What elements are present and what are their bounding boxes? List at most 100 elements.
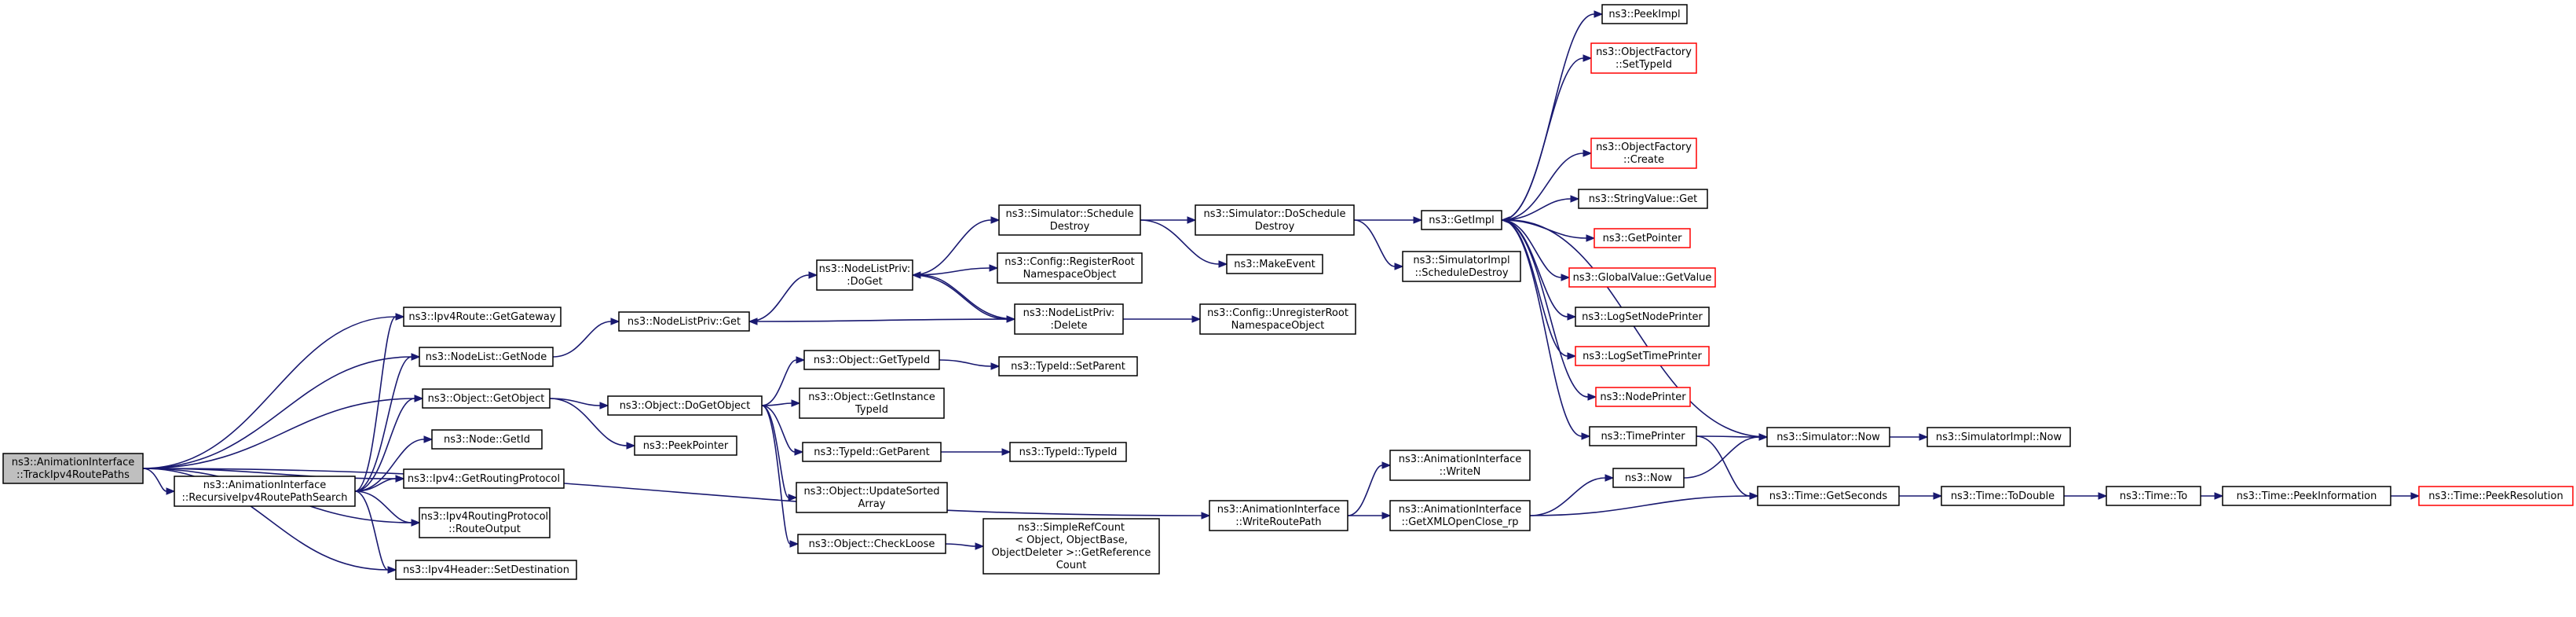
node-ipv4-get-routing-protocol[interactable]: ns3::Ipv4::GetRoutingProtocol	[403, 468, 565, 489]
node-track-ipv4-route-paths-label: ::TrackIpv4RoutePaths	[16, 469, 130, 481]
node-time-to[interactable]: ns3::Time::To	[2106, 486, 2201, 506]
node-object-factory-create-label: ns3::ObjectFactory	[1596, 141, 1692, 153]
node-node-list-priv-do-get-label: ns3::NodeListPriv:	[819, 263, 911, 275]
node-time-printer[interactable]: ns3::TimePrinter	[1589, 426, 1697, 446]
node-object-get-object[interactable]: ns3::Object::GetObject	[422, 388, 551, 409]
node-time-peek-resolution-box	[2418, 486, 2574, 506]
node-recursive-ipv4-route-path-search-label: ns3::AnimationInterface	[203, 479, 327, 491]
edge-n_track-to-n_writeroutepath	[142, 468, 1211, 520]
node-animation-interface-write-n-label: ns3::AnimationInterface	[1399, 454, 1522, 465]
node-simulator-schedule-destroy[interactable]: ns3::Simulator::ScheduleDestroy	[998, 204, 1141, 236]
node-type-id-set-parent[interactable]: ns3::TypeId::SetParent	[998, 356, 1138, 376]
node-log-set-node-printer-box	[1575, 307, 1710, 327]
node-type-id-get-parent[interactable]: ns3::TypeId::GetParent	[802, 442, 942, 462]
node-ipv4-route-get-gateway-label: ns3::Ipv4Route::GetGateway	[408, 311, 555, 323]
edge-n_nlgetnode-to-n_nlpget	[552, 318, 620, 358]
node-get-pointer-box	[1594, 228, 1691, 248]
node-node-list-priv-do-get-box	[816, 259, 913, 291]
node-node-list-priv-do-get[interactable]: ns3::NodeListPriv::DoGet	[816, 259, 913, 291]
node-time-printer-box	[1589, 426, 1697, 446]
node-time-to-double[interactable]: ns3::Time::ToDouble	[1941, 486, 2065, 506]
edge-n_nlpdoget-to-n_schedule	[912, 216, 1001, 276]
node-simple-ref-count-get-reference-count-label: < Object, ObjectBase,	[1015, 534, 1128, 546]
node-time-peek-resolution[interactable]: ns3::Time::PeekResolution	[2418, 486, 2574, 506]
node-node-get-id-box	[431, 429, 543, 450]
edge-n_recursive-to-n_getobject	[354, 395, 424, 492]
node-simulator-do-schedule-destroy-box	[1195, 204, 1355, 236]
edge-n_nlpdelete-to-n_nlpget	[748, 318, 1015, 325]
node-node-get-id[interactable]: ns3::Node::GetId	[431, 429, 543, 450]
node-make-event[interactable]: ns3::MakeEvent	[1226, 254, 1323, 274]
node-animation-interface-write-route-path[interactable]: ns3::AnimationInterface::WriteRoutePath	[1209, 500, 1348, 531]
node-object-factory-set-type-id[interactable]: ns3::ObjectFactory::SetTypeId	[1590, 42, 1697, 74]
node-string-value-get[interactable]: ns3::StringValue::Get	[1578, 189, 1708, 209]
node-ipv4-routing-protocol-route-output-label: ::RouteOutput	[448, 523, 521, 535]
node-ipv4-route-get-gateway[interactable]: ns3::Ipv4Route::GetGateway	[403, 307, 562, 327]
node-object-check-loose[interactable]: ns3::Object::CheckLoose	[797, 534, 946, 554]
node-log-set-time-printer[interactable]: ns3::LogSetTimePrinter	[1575, 346, 1710, 366]
node-simulator-now[interactable]: ns3::Simulator::Now	[1766, 427, 1890, 447]
node-simple-ref-count-get-reference-count[interactable]: ns3::SimpleRefCount< Object, ObjectBase,…	[982, 518, 1160, 575]
node-object-factory-create[interactable]: ns3::ObjectFactory::Create	[1590, 138, 1697, 169]
node-simulator-impl-now[interactable]: ns3::SimulatorImpl::Now	[1927, 427, 2071, 447]
node-peek-impl[interactable]: ns3::PeekImpl	[1601, 4, 1688, 24]
node-log-set-time-printer-label: ns3::LogSetTimePrinter	[1583, 351, 1702, 362]
edge-n_simnow-to-n_simimplnow	[1890, 433, 1929, 441]
node-time-peek-resolution-label: ns3::Time::PeekResolution	[2428, 490, 2563, 502]
edge-n_dogetobject-to-n_updatesorted	[761, 405, 798, 501]
node-object-update-sorted-array-box	[796, 482, 948, 513]
node-object-do-get-object-box	[607, 395, 763, 416]
node-ipv4-routing-protocol-route-output[interactable]: ns3::Ipv4RoutingProtocol::RouteOutput	[419, 507, 551, 538]
node-object-do-get-object-label: ns3::Object::DoGetObject	[620, 400, 751, 412]
node-simulator-impl-schedule-destroy-label: ns3::SimulatorImpl	[1413, 255, 1509, 266]
node-node-list-get-node[interactable]: ns3::NodeList::GetNode	[419, 347, 554, 367]
node-object-get-type-id[interactable]: ns3::Object::GetTypeId	[803, 350, 940, 370]
node-global-value-get-value[interactable]: ns3::GlobalValue::GetValue	[1568, 267, 1716, 288]
node-time-peek-information[interactable]: ns3::Time::PeekInformation	[2222, 486, 2391, 506]
node-node-list-priv-get[interactable]: ns3::NodeListPriv::Get	[618, 311, 750, 332]
node-animation-interface-write-n[interactable]: ns3::AnimationInterface::WriteN	[1389, 450, 1531, 481]
node-simulator-impl-schedule-destroy[interactable]: ns3::SimulatorImpl::ScheduleDestroy	[1402, 251, 1521, 282]
node-recursive-ipv4-route-path-search[interactable]: ns3::AnimationInterface::RecursiveIpv4Ro…	[174, 476, 356, 507]
edge-n_recursive-to-n_setdest	[354, 490, 397, 574]
edge-n_getimpl-to-n_nodeprinter	[1501, 219, 1597, 401]
node-type-id-type-id[interactable]: ns3::TypeId::TypeId	[1009, 442, 1127, 462]
call-graph-edges	[142, 10, 2420, 574]
node-config-register-root-namespace-object-label: ns3::Config::RegisterRoot	[1004, 256, 1135, 268]
node-config-unregister-root-namespace-object-box	[1199, 303, 1356, 335]
node-config-unregister-root-namespace-object[interactable]: ns3::Config::UnregisterRootNamespaceObje…	[1199, 303, 1356, 335]
node-animation-interface-write-n-label: ::WriteN	[1440, 466, 1481, 478]
edge-n_writeroutepath-to-n_getxml	[1348, 512, 1392, 520]
node-ipv4-header-set-destination[interactable]: ns3::Ipv4Header::SetDestination	[395, 560, 577, 580]
node-time-get-seconds[interactable]: ns3::Time::GetSeconds	[1757, 486, 1900, 506]
node-get-impl[interactable]: ns3::GetImpl	[1421, 210, 1502, 230]
node-time-to-double-label: ns3::Time::ToDouble	[1951, 490, 2055, 502]
node-get-pointer[interactable]: ns3::GetPointer	[1594, 228, 1691, 248]
node-time-peek-information-label: ns3::Time::PeekInformation	[2237, 490, 2377, 502]
node-log-set-node-printer-label: ns3::LogSetNodePrinter	[1582, 311, 1703, 323]
node-log-set-node-printer[interactable]: ns3::LogSetNodePrinter	[1575, 307, 1710, 327]
node-simple-ref-count-get-reference-count-label: ObjectDeleter >::GetReference	[992, 547, 1151, 559]
edge-n_dogetobject-to-n_getypeid	[761, 356, 806, 406]
node-node-list-priv-delete[interactable]: ns3::NodeListPriv::Delete	[1014, 303, 1124, 335]
node-track-ipv4-route-paths[interactable]: ns3::AnimationInterface::TrackIpv4RouteP…	[2, 453, 144, 484]
node-ipv4-header-set-destination-box	[395, 560, 577, 580]
node-node-printer[interactable]: ns3::NodePrinter	[1595, 387, 1691, 407]
edge-n_getseconds-to-n_todouble	[1898, 492, 1943, 500]
node-node-list-priv-delete-box	[1014, 303, 1124, 335]
node-object-get-instance-type-id-label: TypeId	[854, 404, 888, 416]
node-now[interactable]: ns3::Now	[1612, 468, 1685, 488]
node-object-check-loose-box	[797, 534, 946, 554]
node-animation-interface-get-xml-open-close-rp[interactable]: ns3::AnimationInterface::GetXMLOpenClose…	[1389, 500, 1531, 531]
node-object-do-get-object[interactable]: ns3::Object::DoGetObject	[607, 395, 763, 416]
node-animation-interface-get-xml-open-close-rp-label: ns3::AnimationInterface	[1399, 504, 1522, 516]
node-peek-pointer[interactable]: ns3::PeekPointer	[634, 435, 737, 456]
node-simulator-do-schedule-destroy-label: Destroy	[1255, 221, 1295, 233]
node-simulator-schedule-destroy-label: ns3::Simulator::Schedule	[1005, 208, 1133, 220]
edge-n_checkloose-to-n_refcount	[945, 542, 985, 550]
node-ipv4-header-set-destination-label: ns3::Ipv4Header::SetDestination	[403, 564, 569, 576]
